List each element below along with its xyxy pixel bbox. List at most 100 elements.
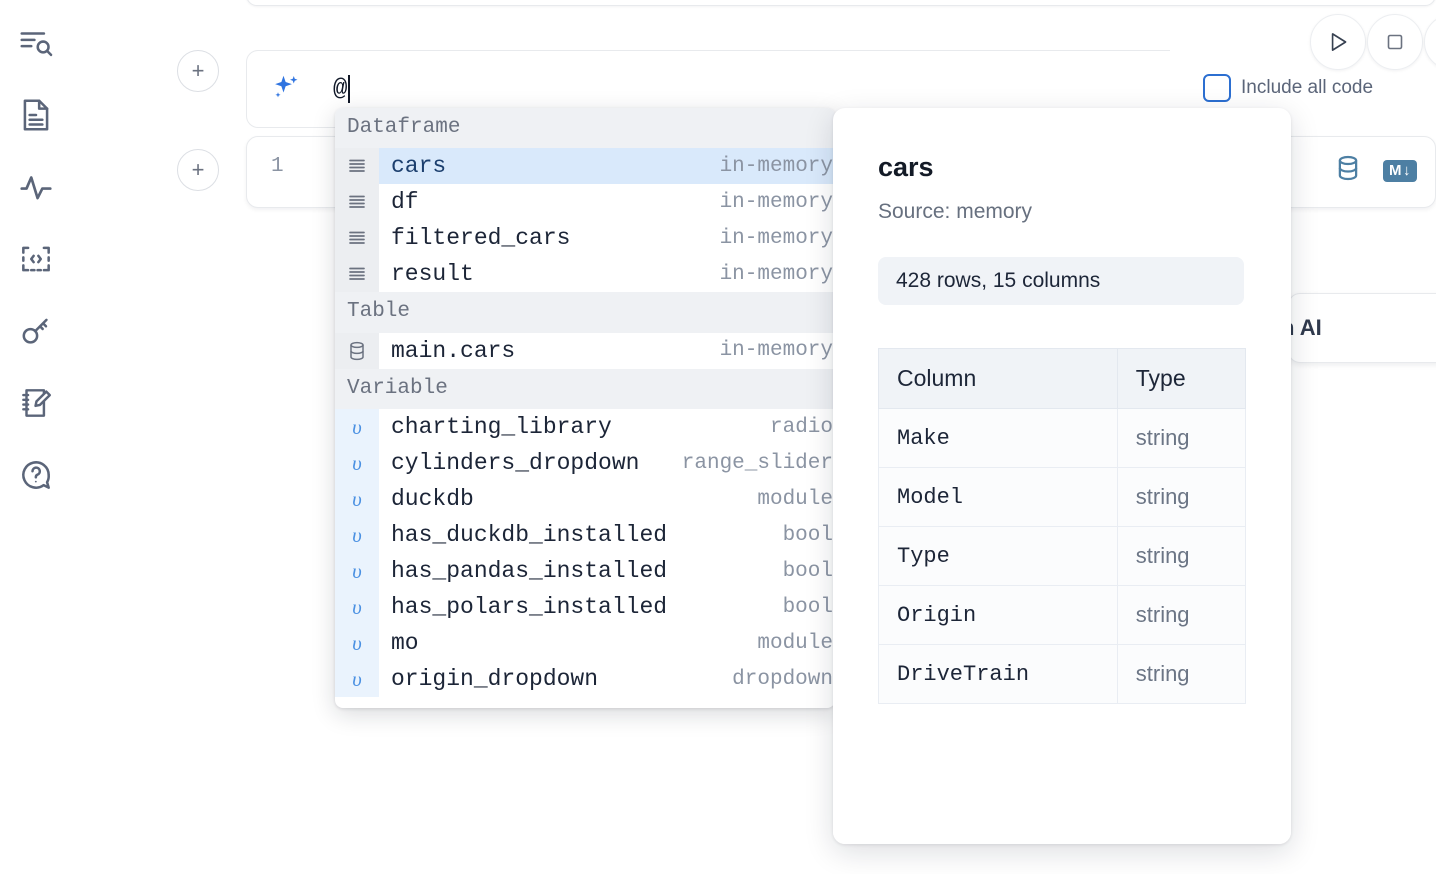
dataframe-icon bbox=[335, 148, 379, 185]
stop-button[interactable] bbox=[1367, 14, 1423, 70]
variable-icon: υ bbox=[335, 445, 379, 482]
code-snippets-icon[interactable] bbox=[14, 234, 58, 284]
variable-icon: υ bbox=[335, 553, 379, 590]
autocomplete-section-header: Dataframe bbox=[335, 108, 835, 149]
autocomplete-item[interactable]: υ cylinders_dropdown range_slider bbox=[335, 445, 835, 482]
variable-icon: υ bbox=[335, 517, 379, 554]
autocomplete-item-name: duckdb bbox=[391, 486, 474, 513]
table-cell-column: Origin bbox=[878, 585, 1118, 645]
autocomplete-item-body: main.cars in-memory bbox=[379, 333, 835, 369]
autocomplete-item-body: charting_library radio bbox=[379, 409, 835, 445]
run-button[interactable] bbox=[1310, 14, 1366, 70]
details-fade-overlay bbox=[833, 774, 1291, 844]
autocomplete-item-kind: in-memory bbox=[719, 154, 833, 178]
autocomplete-item-name: mo bbox=[391, 630, 419, 657]
autocomplete-item-body: cylinders_dropdown range_slider bbox=[379, 445, 835, 481]
text-caret bbox=[348, 75, 351, 103]
include-all-code-label: Include all code bbox=[1241, 77, 1374, 98]
table-column-header: Type bbox=[1116, 348, 1247, 409]
more-options-button[interactable] bbox=[1424, 14, 1436, 70]
add-cell-above-button[interactable]: + bbox=[177, 50, 219, 92]
autocomplete-item-kind: in-memory bbox=[719, 339, 833, 363]
autocomplete-item-body: has_duckdb_installed bool bbox=[379, 517, 835, 553]
autocomplete-item-kind: radio bbox=[769, 415, 833, 439]
autocomplete-item-name: df bbox=[391, 189, 419, 216]
details-title: cars bbox=[878, 152, 934, 182]
code-cell-icons: M↓ bbox=[1333, 153, 1417, 188]
generate-with-ai-button[interactable]: h AI bbox=[1288, 293, 1436, 363]
table-cell-type: string bbox=[1116, 467, 1247, 527]
table-cell-type: string bbox=[1116, 526, 1247, 586]
autocomplete-item-name: filtered_cars bbox=[391, 225, 571, 252]
autocomplete-item-kind: dropdown bbox=[732, 667, 833, 691]
variable-icon: υ bbox=[335, 409, 379, 446]
autocomplete-item-name: has_duckdb_installed bbox=[391, 522, 668, 549]
autocomplete-item-body: has_polars_installed bool bbox=[379, 589, 835, 625]
scratchpad-edit-icon[interactable] bbox=[14, 378, 58, 428]
activity-pulse-icon[interactable] bbox=[14, 162, 58, 212]
table-column-header: Column bbox=[878, 348, 1118, 409]
markdown-badge-letter: M bbox=[1389, 161, 1402, 179]
include-all-code-row[interactable]: Include all code bbox=[1203, 74, 1373, 102]
autocomplete-item[interactable]: υ has_duckdb_installed bool bbox=[335, 517, 835, 554]
markdown-icon[interactable]: M↓ bbox=[1383, 159, 1417, 182]
autocomplete-item-kind: bool bbox=[782, 523, 833, 547]
variable-icon: υ bbox=[335, 589, 379, 626]
ai-prompt-input[interactable]: @ bbox=[333, 71, 1160, 107]
autocomplete-item-kind: range_slider bbox=[681, 451, 833, 475]
add-cell-below-button[interactable]: + bbox=[177, 149, 219, 191]
autocomplete-item-name: has_polars_installed bbox=[391, 594, 668, 621]
ai-prompt-value: @ bbox=[333, 75, 348, 103]
secrets-key-icon[interactable] bbox=[14, 306, 58, 356]
autocomplete-item-kind: module bbox=[757, 631, 833, 655]
autocomplete-item-name: cylinders_dropdown bbox=[391, 450, 640, 477]
variable-icon: υ bbox=[335, 625, 379, 662]
file-explorer-search-icon[interactable] bbox=[14, 18, 58, 68]
sparkles-icon bbox=[271, 73, 301, 103]
dataframe-icon bbox=[335, 256, 379, 293]
table-cell-column: DriveTrain bbox=[878, 644, 1118, 704]
autocomplete-section-header: Variable bbox=[335, 368, 835, 410]
autocomplete-item-name: main.cars bbox=[391, 337, 516, 364]
autocomplete-item-kind: module bbox=[757, 487, 833, 511]
autocomplete-item[interactable]: υ has_polars_installed bool bbox=[335, 589, 835, 626]
generate-with-ai-label: h AI bbox=[1289, 315, 1322, 340]
autocomplete-item[interactable]: main.cars in-memory bbox=[335, 332, 835, 369]
variable-icon: υ bbox=[335, 661, 379, 698]
include-all-code-checkbox[interactable] bbox=[1203, 74, 1231, 102]
autocomplete-item-name: cars bbox=[391, 153, 447, 180]
autocomplete-item-body: mo module bbox=[379, 625, 835, 661]
help-chat-icon[interactable] bbox=[14, 450, 58, 500]
autocomplete-item-name: charting_library bbox=[391, 414, 612, 441]
document-outline-icon[interactable] bbox=[14, 90, 58, 140]
markdown-badge-arrow: ↓ bbox=[1403, 161, 1411, 179]
table-cell-column: Model bbox=[878, 467, 1118, 527]
database-icon[interactable] bbox=[1333, 153, 1363, 188]
details-source: Source: memory bbox=[878, 200, 1033, 223]
autocomplete-item[interactable]: cars in-memory bbox=[335, 148, 835, 185]
variable-icon: υ bbox=[335, 481, 379, 518]
autocomplete-item[interactable]: υ charting_library radio bbox=[335, 409, 835, 446]
dataframe-icon bbox=[335, 184, 379, 221]
autocomplete-item-kind: bool bbox=[782, 595, 833, 619]
